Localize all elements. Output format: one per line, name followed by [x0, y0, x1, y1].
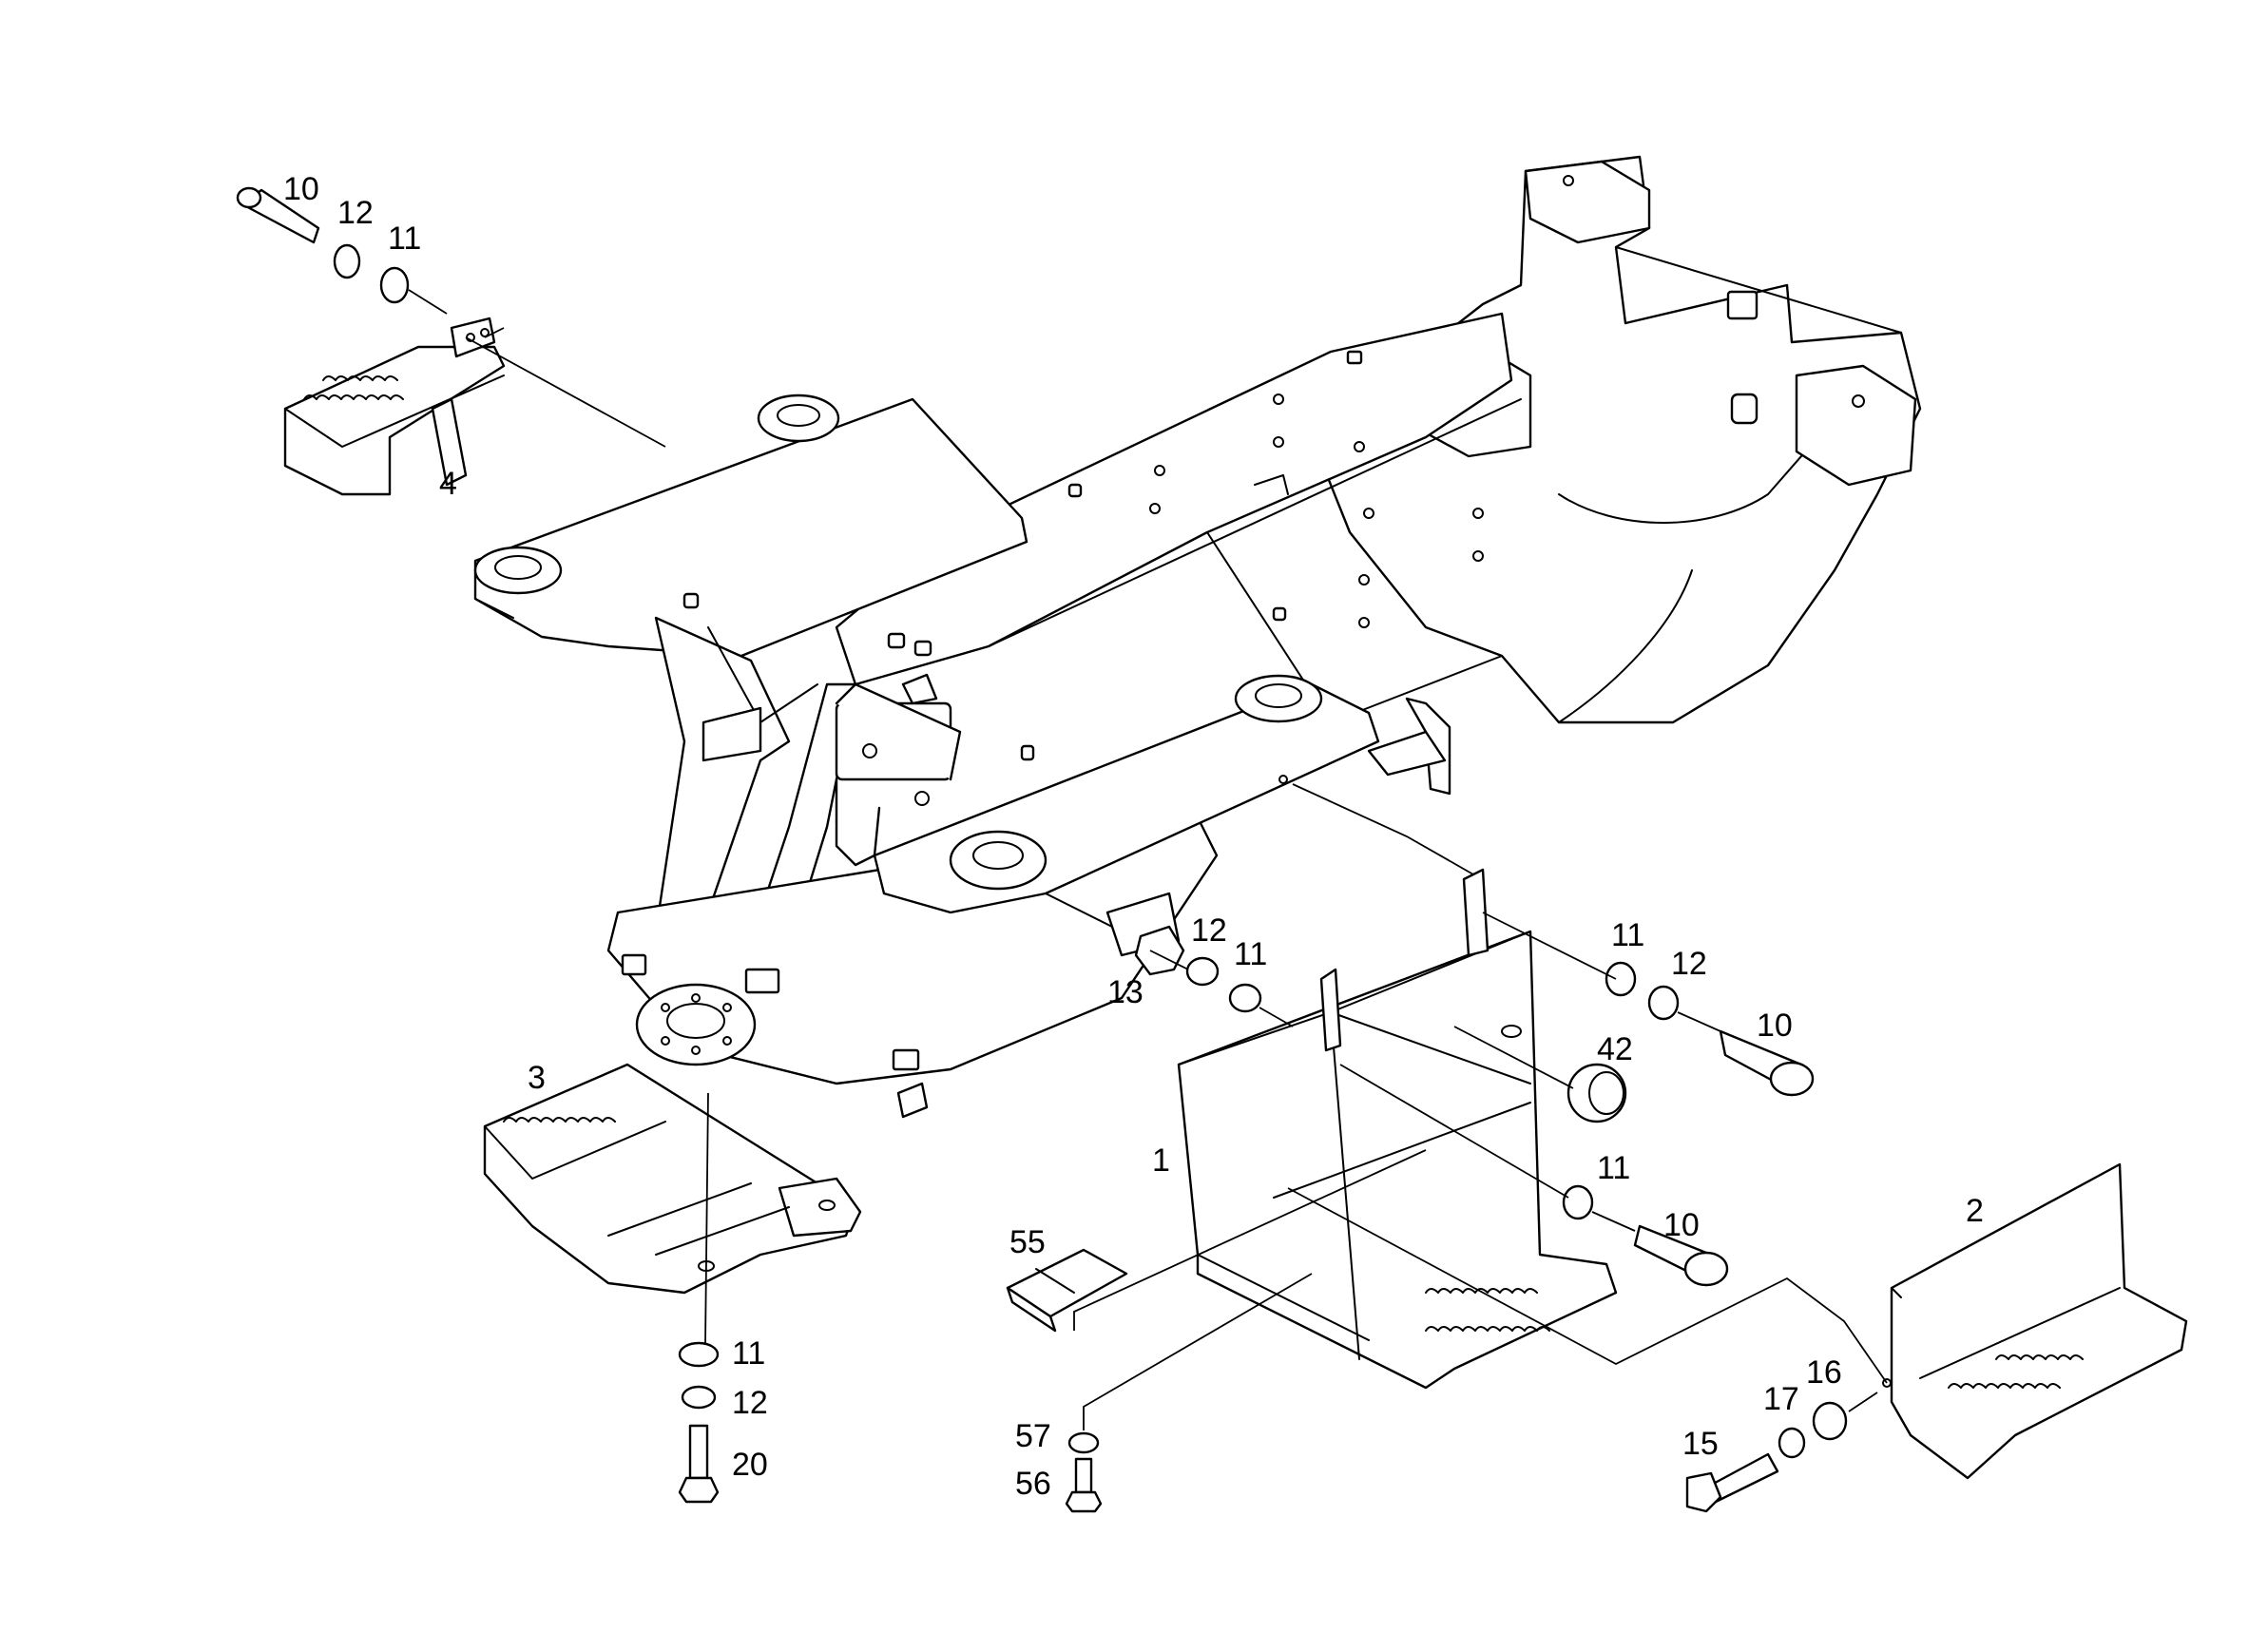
bolt-56 — [1065, 1457, 1103, 1513]
callout-10: 10 — [1757, 1008, 1793, 1044]
grommet-42 — [1566, 1063, 1627, 1123]
washer-11-right — [1605, 961, 1637, 997]
callout-11: 11 — [1611, 917, 1644, 953]
callout-56: 56 — [1015, 1466, 1051, 1502]
callout-4: 4 — [439, 466, 457, 502]
leader-lines — [408, 289, 1888, 1430]
callout-12: 12 — [337, 195, 374, 231]
bolt-10-right — [1719, 1029, 1815, 1097]
callout-15: 15 — [1682, 1426, 1719, 1462]
callout-11: 11 — [1597, 1150, 1630, 1186]
washer-11-lower — [1562, 1184, 1594, 1220]
step-4 — [283, 317, 506, 496]
callout-11: 11 — [732, 1335, 765, 1372]
callout-13: 13 — [1107, 974, 1144, 1010]
washer-11-mid — [1228, 983, 1262, 1013]
callout-55: 55 — [1009, 1224, 1046, 1260]
step-3 — [483, 1063, 862, 1295]
bolt-10-lower — [1633, 1224, 1729, 1287]
washer-12-bottom — [681, 1385, 717, 1410]
callout-17: 17 — [1763, 1381, 1799, 1417]
step-2 — [1882, 1162, 2188, 1480]
washer-16 — [1812, 1401, 1848, 1441]
bolt-10-top — [236, 186, 320, 244]
callout-10: 10 — [1663, 1207, 1700, 1243]
washer-11-top — [379, 266, 410, 304]
washer-12-mid — [1185, 956, 1220, 987]
callout-20: 20 — [732, 1447, 768, 1483]
callout-12: 12 — [1671, 946, 1707, 982]
step-1 — [1177, 868, 1618, 1390]
callout-2: 2 — [1966, 1193, 1984, 1229]
callout-11: 11 — [1234, 936, 1267, 972]
washer-12-right — [1647, 985, 1680, 1021]
callout-11: 11 — [388, 221, 421, 257]
nut-13 — [1134, 925, 1185, 976]
callout-16: 16 — [1806, 1354, 1842, 1391]
callout-labels: 10 12 11 4 12 11 13 11 12 10 42 11 10 1 … — [283, 171, 1984, 1502]
bolt-20 — [678, 1424, 720, 1504]
callout-12: 12 — [732, 1385, 768, 1421]
callout-12: 12 — [1191, 912, 1227, 949]
undercarriage-frame — [473, 155, 1922, 1119]
callout-57: 57 — [1015, 1418, 1051, 1454]
callout-3: 3 — [528, 1060, 546, 1096]
washer-17 — [1778, 1427, 1806, 1459]
callout-42: 42 — [1597, 1031, 1633, 1067]
clip-55 — [1006, 1248, 1128, 1333]
callout-10: 10 — [283, 171, 319, 207]
bolt-15 — [1685, 1452, 1779, 1513]
callout-1: 1 — [1152, 1142, 1170, 1179]
washer-57 — [1067, 1431, 1100, 1454]
washer-12-top — [333, 243, 361, 279]
washer-11-bottom — [678, 1341, 720, 1368]
